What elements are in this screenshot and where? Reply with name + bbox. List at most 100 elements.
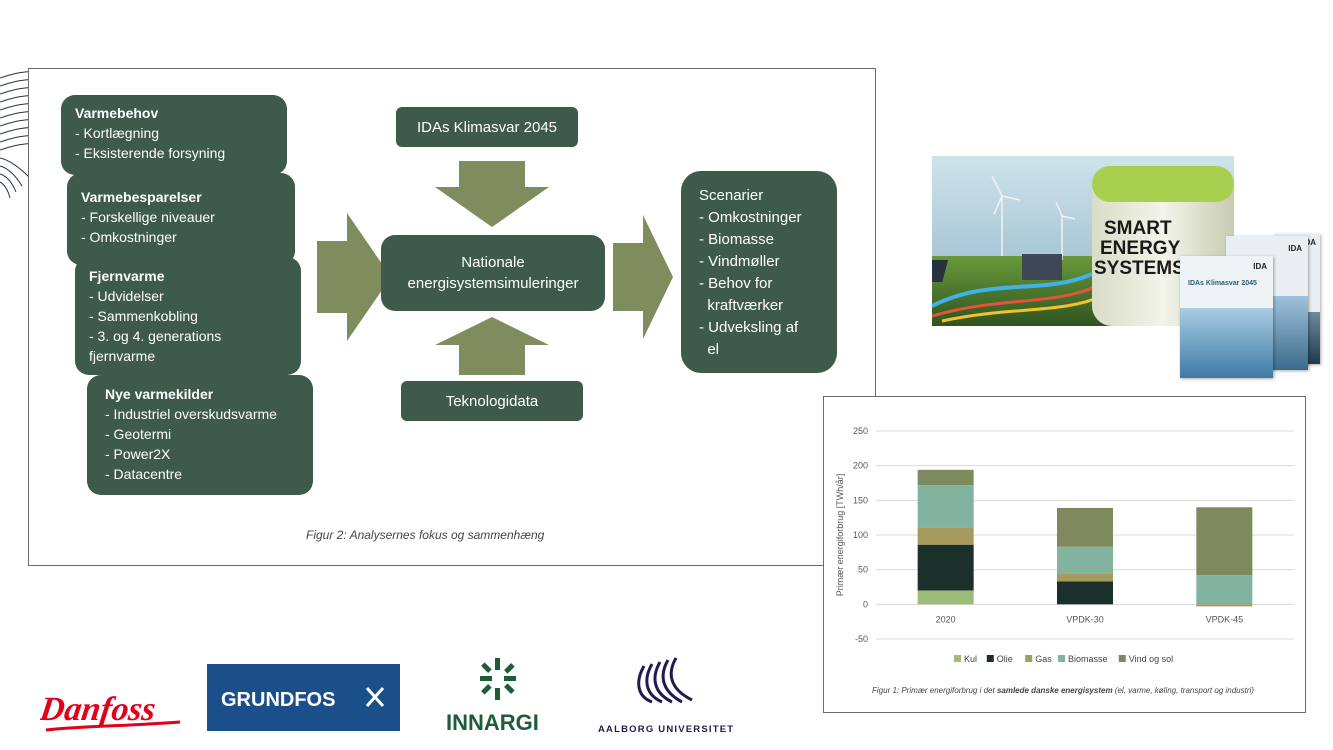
- box-nye-varmekilder: Nye varmekilder - Industriel overskudsva…: [87, 375, 313, 495]
- box-item: - Geotermi: [105, 426, 172, 442]
- cover-title: IDAs Klimasvar 2045: [1188, 280, 1257, 287]
- box-title: Fjernvarme: [89, 268, 165, 284]
- center-line-1: Nationale: [461, 254, 525, 271]
- y-tick-label: 250: [853, 426, 868, 436]
- y-tick-label: -50: [855, 634, 868, 644]
- box-item: - Sammenkobling: [89, 308, 198, 324]
- box-title: Varmebesparelser: [81, 189, 202, 205]
- arrow-right-left: [317, 213, 391, 341]
- bar-segment: [917, 469, 974, 486]
- arrow-down-top: [435, 161, 549, 227]
- arrow-right-right: [613, 215, 673, 339]
- box-item: el: [699, 341, 720, 358]
- box-title: Varmebehov: [75, 105, 159, 121]
- innargi-logo: INNARGI: [444, 656, 554, 739]
- box-nationale-simuleringer: Nationale energisystemsimuleringer: [381, 235, 605, 311]
- aau-logo: AALBORG UNIVERSITET: [596, 656, 742, 741]
- y-tick-label: 0: [863, 599, 868, 609]
- energy-chart: 250 200 150 100 50 0 -50 2020 VPDK-30 VPDK-45 Pr…: [835, 426, 1294, 695]
- legend-swatch: [1118, 655, 1126, 662]
- box-varmebesparelser: Varmebesparelser - Forskellige niveauer …: [67, 173, 295, 265]
- bar-segment: [1196, 507, 1253, 576]
- box-scenarier: Scenarier - Omkostninger - Biomasse - Vi…: [681, 171, 837, 373]
- legend-swatch: [1058, 655, 1065, 662]
- innargi-wordmark: INNARGI: [446, 710, 539, 734]
- danfoss-wordmark: Danfoss: [40, 691, 158, 728]
- legend-label: Olie: [997, 654, 1013, 664]
- legend-label: Vind og sol: [1129, 654, 1173, 664]
- box-item: - Omkostninger: [699, 209, 802, 226]
- box-item: - Udvidelser: [89, 288, 164, 304]
- cover-brand: IDA: [1302, 238, 1316, 247]
- chart-frame: 250 200 150 100 50 0 -50 2020 VPDK-30 VPDK-45 Pr…: [823, 396, 1306, 713]
- box-item: - Kortlægning: [75, 125, 160, 141]
- x-tick-label: VPDK-30: [1066, 614, 1104, 624]
- bar-segment: [917, 544, 974, 591]
- chart-caption-bold: samlede danske energisystem: [997, 686, 1113, 695]
- cover-brand: IDA: [1253, 262, 1267, 271]
- chart-caption: Figur 1: Primær energiforbrug i det saml…: [872, 686, 1254, 695]
- y-tick-label: 150: [853, 495, 868, 505]
- box-item: - Udveksling af: [699, 319, 799, 336]
- box-item: - Power2X: [105, 446, 171, 462]
- bar-segment: [1057, 573, 1113, 582]
- box-item: - Datacentre: [105, 466, 183, 482]
- bar-segment: [917, 527, 974, 545]
- sign-line-1: SMART: [1104, 218, 1172, 239]
- cover-brand: IDA: [1288, 244, 1302, 253]
- center-line-2: energisystemsimuleringer: [407, 275, 579, 292]
- box-item: - Biomasse: [699, 231, 775, 248]
- aau-wave-icon: [637, 657, 693, 704]
- diagram-frame: Varmebehov - Kortlægning - Eksisterende …: [28, 68, 876, 566]
- diagram-caption: Figur 2: Analysernes fokus og sammenhæng: [306, 528, 545, 542]
- box-idas-klimasvar: IDAs Klimasvar 2045: [396, 107, 578, 147]
- legend-label: Biomasse: [1068, 654, 1108, 664]
- grundfos-wordmark: GRUNDFOS: [221, 689, 335, 711]
- legend-swatch: [986, 655, 994, 662]
- report-cover-front: IDA IDAs Klimasvar 2045: [1180, 256, 1273, 378]
- diagram-arrows: [317, 161, 673, 375]
- grundfos-x-icon: [365, 687, 385, 707]
- arrow-up-bottom: [435, 317, 549, 375]
- x-tick-label: VPDK-45: [1206, 614, 1244, 624]
- sign-line-3: SYSTEMS: [1094, 258, 1185, 279]
- box-item: - Eksisterende forsyning: [75, 145, 226, 161]
- legend-swatch: [1025, 655, 1033, 662]
- decorative-wave-lines: [0, 71, 40, 199]
- danfoss-logo: Danfoss: [37, 682, 186, 741]
- bar-segment: [1196, 575, 1253, 605]
- y-tick-label: 100: [853, 530, 868, 540]
- sign-line-2: ENERGY: [1100, 238, 1181, 259]
- box-item: - Industriel overskudsvarme: [105, 406, 277, 422]
- box-item: - Omkostninger: [81, 229, 177, 245]
- box-title: Nye varmekilder: [105, 386, 214, 402]
- legend-label: Gas: [1035, 654, 1052, 664]
- grundfos-logo: GRUNDFOS: [207, 664, 400, 731]
- box-item: - Vindmøller: [699, 253, 780, 270]
- box-teknologidata: Teknologidata: [401, 381, 583, 421]
- chart-caption-suffix: (el, varme, køling, transport og industr…: [1113, 686, 1255, 695]
- bar-segment: [1057, 507, 1113, 547]
- x-tick-label: 2020: [936, 614, 956, 624]
- bar-segment: [917, 485, 974, 528]
- legend-label: Kul: [964, 654, 977, 664]
- innargi-sun-icon: [480, 658, 516, 700]
- y-tick-label: 200: [853, 461, 868, 471]
- bar-segment-negative: [1196, 604, 1253, 607]
- chart-ylabel: Primær energiforbrug [TWh/år]: [835, 474, 845, 597]
- box-fjernvarme: Fjernvarme - Udvidelser - Sammenkobling …: [75, 257, 301, 375]
- y-tick-label: 50: [858, 565, 868, 575]
- box-varmebehov: Varmebehov - Kortlægning - Eksisterende …: [61, 95, 287, 175]
- box-item: - Behov for: [699, 275, 773, 292]
- box-title: Scenarier: [699, 187, 764, 204]
- bar-segment: [1057, 581, 1113, 605]
- legend-swatch: [954, 655, 961, 662]
- box-item: - 3. og 4. generations: [89, 328, 222, 344]
- box-item: kraftværker: [699, 297, 784, 314]
- box-item: - Forskellige niveauer: [81, 209, 215, 225]
- aau-wordmark: AALBORG UNIVERSITET: [598, 724, 734, 735]
- bar-segment: [1057, 546, 1113, 574]
- box-item: fjernvarme: [89, 348, 156, 364]
- bar-segment: [917, 590, 974, 605]
- chart-caption-prefix: Figur 1: Primær energiforbrug i det: [872, 686, 997, 695]
